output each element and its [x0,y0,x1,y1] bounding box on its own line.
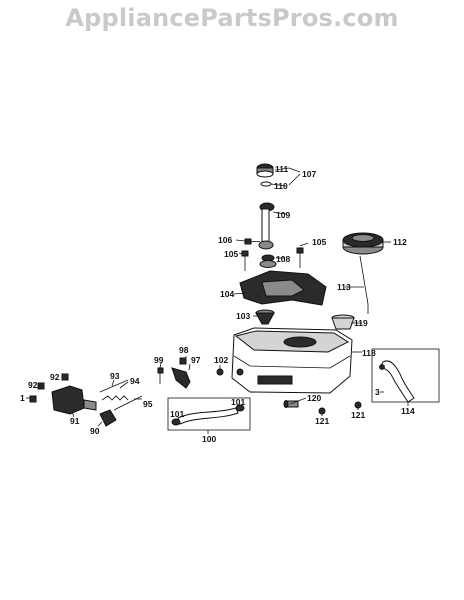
label-92-left: 92 [28,380,38,390]
label-107: 107 [302,169,316,179]
cup-part-119 [331,314,355,330]
label-104: 104 [220,289,234,299]
label-108: 108 [276,254,290,264]
label-95: 95 [143,399,153,409]
nut-part-98 [179,357,187,365]
label-98: 98 [179,345,189,355]
leader-lines [26,167,409,434]
washer-part-110 [260,181,272,187]
label-111: 111 [275,164,289,174]
filler-neck-tube-part-109 [258,202,275,250]
label-3: 3 [375,387,380,397]
nut-part-121-left [318,407,326,415]
label-114: 114 [401,406,415,416]
label-102: 102 [214,355,228,365]
nut-part-102 [216,368,224,376]
watermark: AppliancePartsPros.com [65,4,399,32]
fuel-line-part-100 [167,397,251,431]
rod-part-95 [113,395,143,411]
label-101-right: 101 [231,397,245,407]
tank-shroud-part-104 [239,270,327,306]
grommet-part-108 [259,254,277,268]
label-121-right: 121 [351,410,365,420]
label-110: 110 [274,181,288,191]
rod-part-93 [99,379,129,393]
gas-cap-part-112 [342,232,384,255]
bolt-part-99 [157,367,164,384]
spring-part-94 [101,395,129,401]
label-97: 97 [191,355,201,365]
label-93: 93 [110,371,120,381]
nut-part-121-right [354,401,362,409]
label-105-left: 105 [224,249,238,259]
label-103: 103 [236,311,250,321]
bracket-part-97 [171,367,191,389]
screw-part-92-top [61,373,69,381]
knob-part-90 [99,409,117,427]
label-1: 1 [20,393,25,403]
label-92-top: 92 [50,372,60,382]
label-109: 109 [276,210,290,220]
fuel-tank-part-118 [231,327,353,394]
label-120: 120 [307,393,321,403]
label-90: 90 [90,426,100,436]
label-105-right: 105 [312,237,326,247]
label-100: 100 [202,434,216,444]
label-113: 113 [337,282,351,292]
label-99: 99 [154,355,164,365]
label-94: 94 [130,376,140,386]
fuel-valve-part-91 [51,385,97,415]
shutoff-valve-part-120 [283,400,299,408]
fuel-cap-vent-part-111 [256,163,274,178]
screw-part-106 [244,238,260,245]
label-121-left: 121 [315,416,329,426]
fuel-filter-part-103 [255,309,275,325]
label-101-left: 101 [170,409,184,419]
fuel-hose-part-114 [371,348,440,403]
cap-tether-part-113 [359,255,369,314]
label-119: 119 [354,318,368,328]
screw-part-1 [29,395,37,403]
bolt-part-105-right [296,247,304,268]
label-112: 112 [393,237,407,247]
label-91: 91 [70,416,80,426]
label-118: 118 [362,348,376,358]
bolt-part-105-left [241,250,249,271]
label-106: 106 [218,235,232,245]
